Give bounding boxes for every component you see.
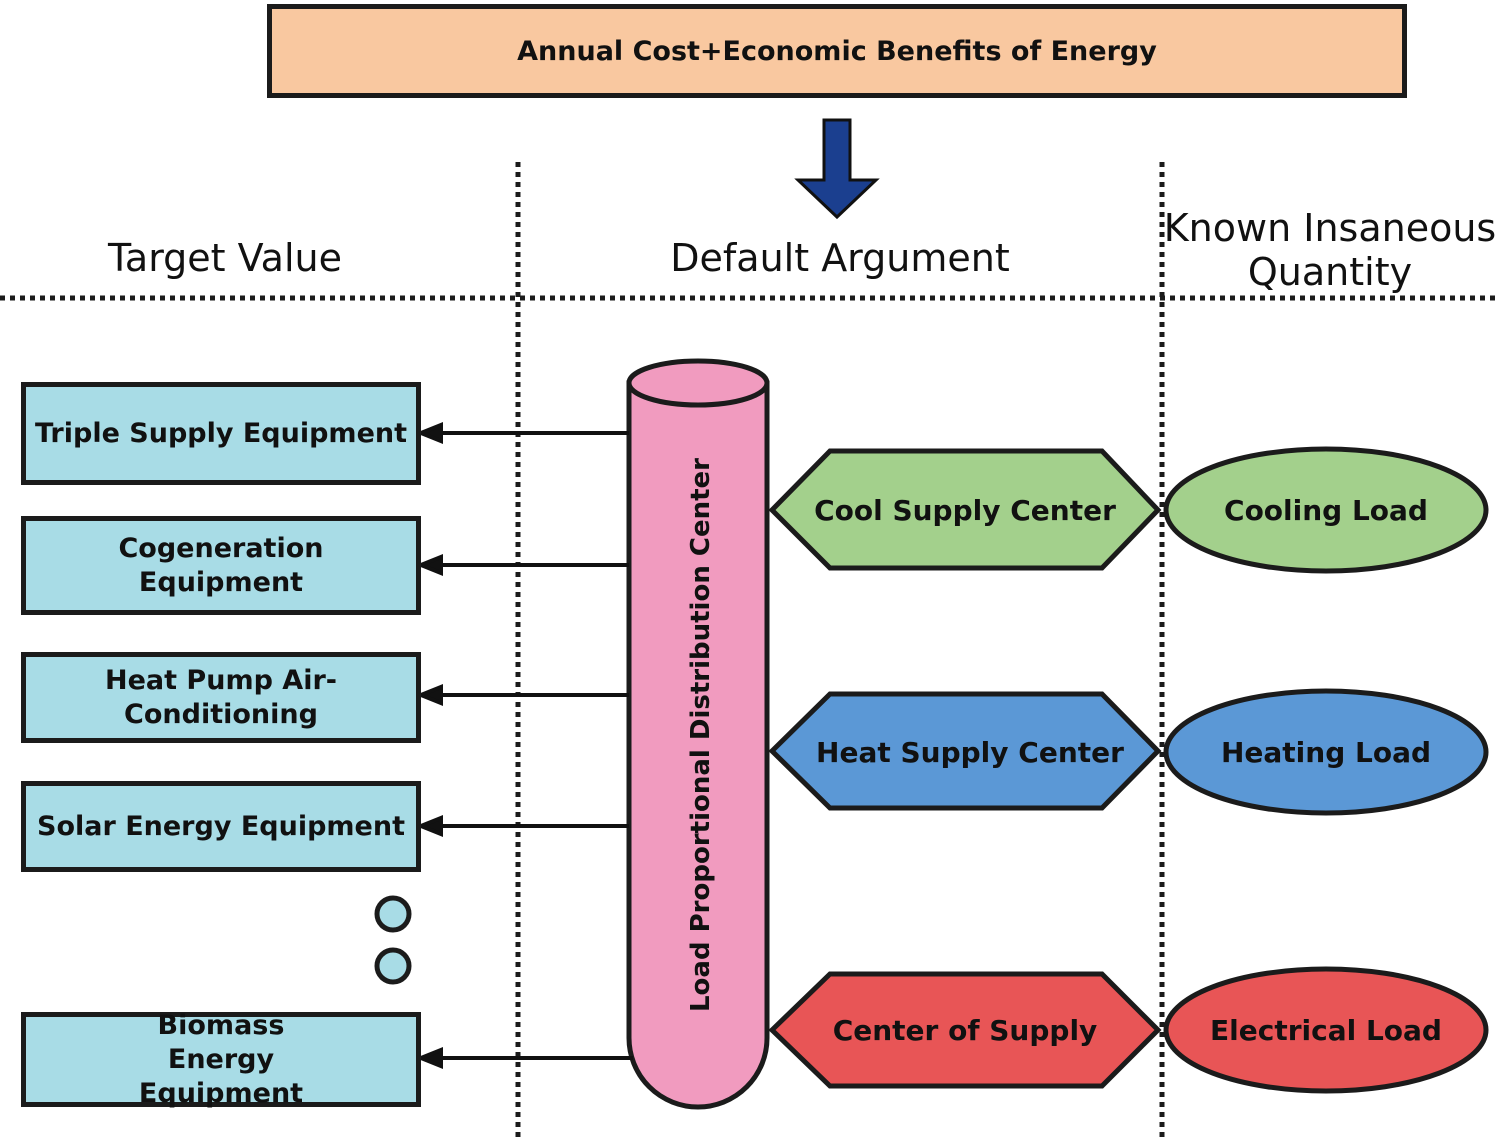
equipment-box-solar-energy: Solar Energy Equipment [21, 781, 421, 872]
heat-supply-center-label: Heat Supply Center [816, 735, 1124, 769]
hexagon-cool-supply-center [768, 448, 1162, 571]
electrical-load-label: Electrical Load [1210, 1013, 1442, 1047]
distribution-cylinder-top [626, 358, 770, 408]
hexagon-center-of-supply [768, 971, 1162, 1089]
header-target-value: Target Value [108, 236, 342, 280]
title-box: Annual Cost+Economic Benefits of Energy [267, 4, 1407, 98]
heating-load-label: Heating Load [1220, 735, 1432, 769]
down-arrow-icon [794, 118, 880, 220]
center-of-supply-label: Center of Supply [832, 1013, 1098, 1047]
equipment-box-triple-supply: Triple Supply Equipment [21, 382, 421, 485]
ellipsis-dot-icon [374, 947, 412, 985]
arrowhead-biomass [415, 1047, 443, 1069]
header-known-quantity: Known Insaneous Quantity [1163, 206, 1497, 294]
equipment-box-heat-pump: Heat Pump Air-Conditioning [21, 652, 421, 743]
oval-cooling-load [1163, 446, 1489, 574]
oval-electrical-load [1163, 966, 1489, 1094]
arrowhead-cogeneration [415, 554, 443, 576]
ellipsis-dot-icon [374, 895, 412, 933]
cool-supply-center-label: Cool Supply Center [814, 493, 1116, 527]
distribution-cylinder [626, 380, 770, 1110]
equipment-box-biomass-energy: Biomass Energy Equipment [21, 1010, 421, 1109]
hexagon-heat-supply-center [768, 691, 1162, 811]
header-default-argument: Default Argument [670, 236, 1010, 280]
arrowhead-solar [415, 815, 443, 837]
distribution-center-label: Load Proportional Distribution Center [686, 457, 716, 1013]
arrowhead-heat-pump [415, 684, 443, 706]
title-text: Annual Cost+Economic Benefits of Energy [517, 35, 1157, 67]
cooling-load-label: Cooling Load [1224, 493, 1428, 527]
oval-heating-load [1163, 688, 1489, 816]
arrowhead-triple [415, 422, 443, 444]
equipment-box-cogeneration: Cogeneration Equipment [21, 516, 421, 615]
